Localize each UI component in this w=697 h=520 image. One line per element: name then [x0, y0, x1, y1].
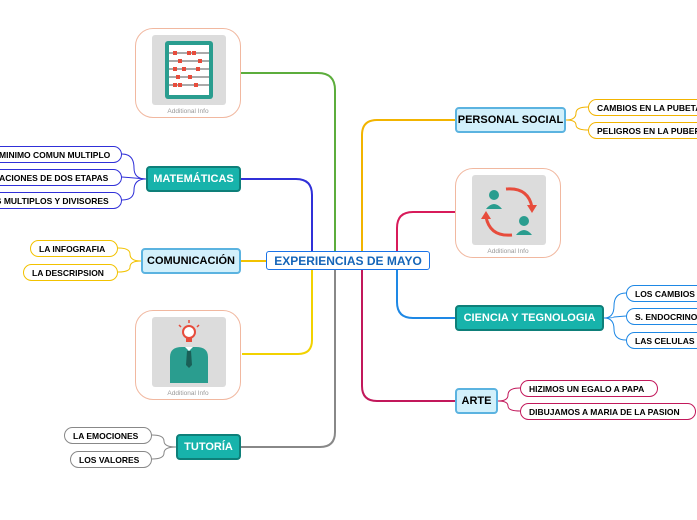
leaf-ciencia-1[interactable]: LOS CAMBIOS — [626, 285, 697, 302]
topic-comunicacion[interactable]: COMUNICACIÓN — [141, 248, 241, 274]
leaf-matematicas-3[interactable]: LOS MULTIPLOS Y DIVISORES — [0, 192, 122, 209]
leaf-tutoria-1[interactable]: LA EMOCIONES — [64, 427, 152, 444]
image-caption: Additional Info — [167, 108, 209, 115]
leaf-arte-2[interactable]: DIBUJAMOS A MARIA DE LA PASION — [520, 403, 696, 420]
image-caption: Additional Info — [167, 390, 209, 397]
topic-ciencia[interactable]: CIENCIA Y TEGNOLOGIA — [455, 305, 604, 331]
image-node-abacus[interactable]: Additional Info — [135, 28, 241, 118]
leaf-personal-social-1[interactable]: CAMBIOS EN LA PUBETAD — [588, 99, 697, 116]
image-node-idea[interactable]: Additional Info — [135, 310, 241, 400]
leaf-matematicas-1[interactable]: MINIMO COMUN MULTIPLO — [0, 146, 122, 163]
leaf-comunicacion-1[interactable]: LA INFOGRAFIA — [30, 240, 118, 257]
leaf-comunicacion-2[interactable]: LA DESCRIPSION — [23, 264, 118, 281]
leaf-arte-1[interactable]: HIZIMOS UN EGALO A PAPA — [520, 380, 658, 397]
idea-person-icon — [152, 317, 226, 387]
topic-matematicas[interactable]: MATEMÁTICAS — [146, 166, 241, 192]
root-topic[interactable]: EXPERIENCIAS DE MAYO — [266, 251, 430, 270]
leaf-matematicas-2[interactable]: OPERACIONES DE DOS ETAPAS — [0, 169, 122, 186]
topic-arte[interactable]: ARTE — [455, 388, 498, 414]
leaf-tutoria-2[interactable]: LOS VALORES — [70, 451, 152, 468]
leaf-ciencia-2[interactable]: S. ENDOCRINO — [626, 308, 697, 325]
leaf-ciencia-3[interactable]: LAS CELULAS — [626, 332, 697, 349]
topic-personal-social[interactable]: PERSONAL SOCIAL — [455, 107, 566, 133]
people-cycle-icon — [472, 175, 546, 245]
image-caption: Additional Info — [487, 248, 529, 255]
topic-tutoria[interactable]: TUTORÍA — [176, 434, 241, 460]
image-node-cycle[interactable]: Additional Info — [455, 168, 561, 258]
leaf-personal-social-2[interactable]: PELIGROS EN LA PUBERTAD — [588, 122, 697, 139]
abacus-icon — [152, 35, 226, 105]
